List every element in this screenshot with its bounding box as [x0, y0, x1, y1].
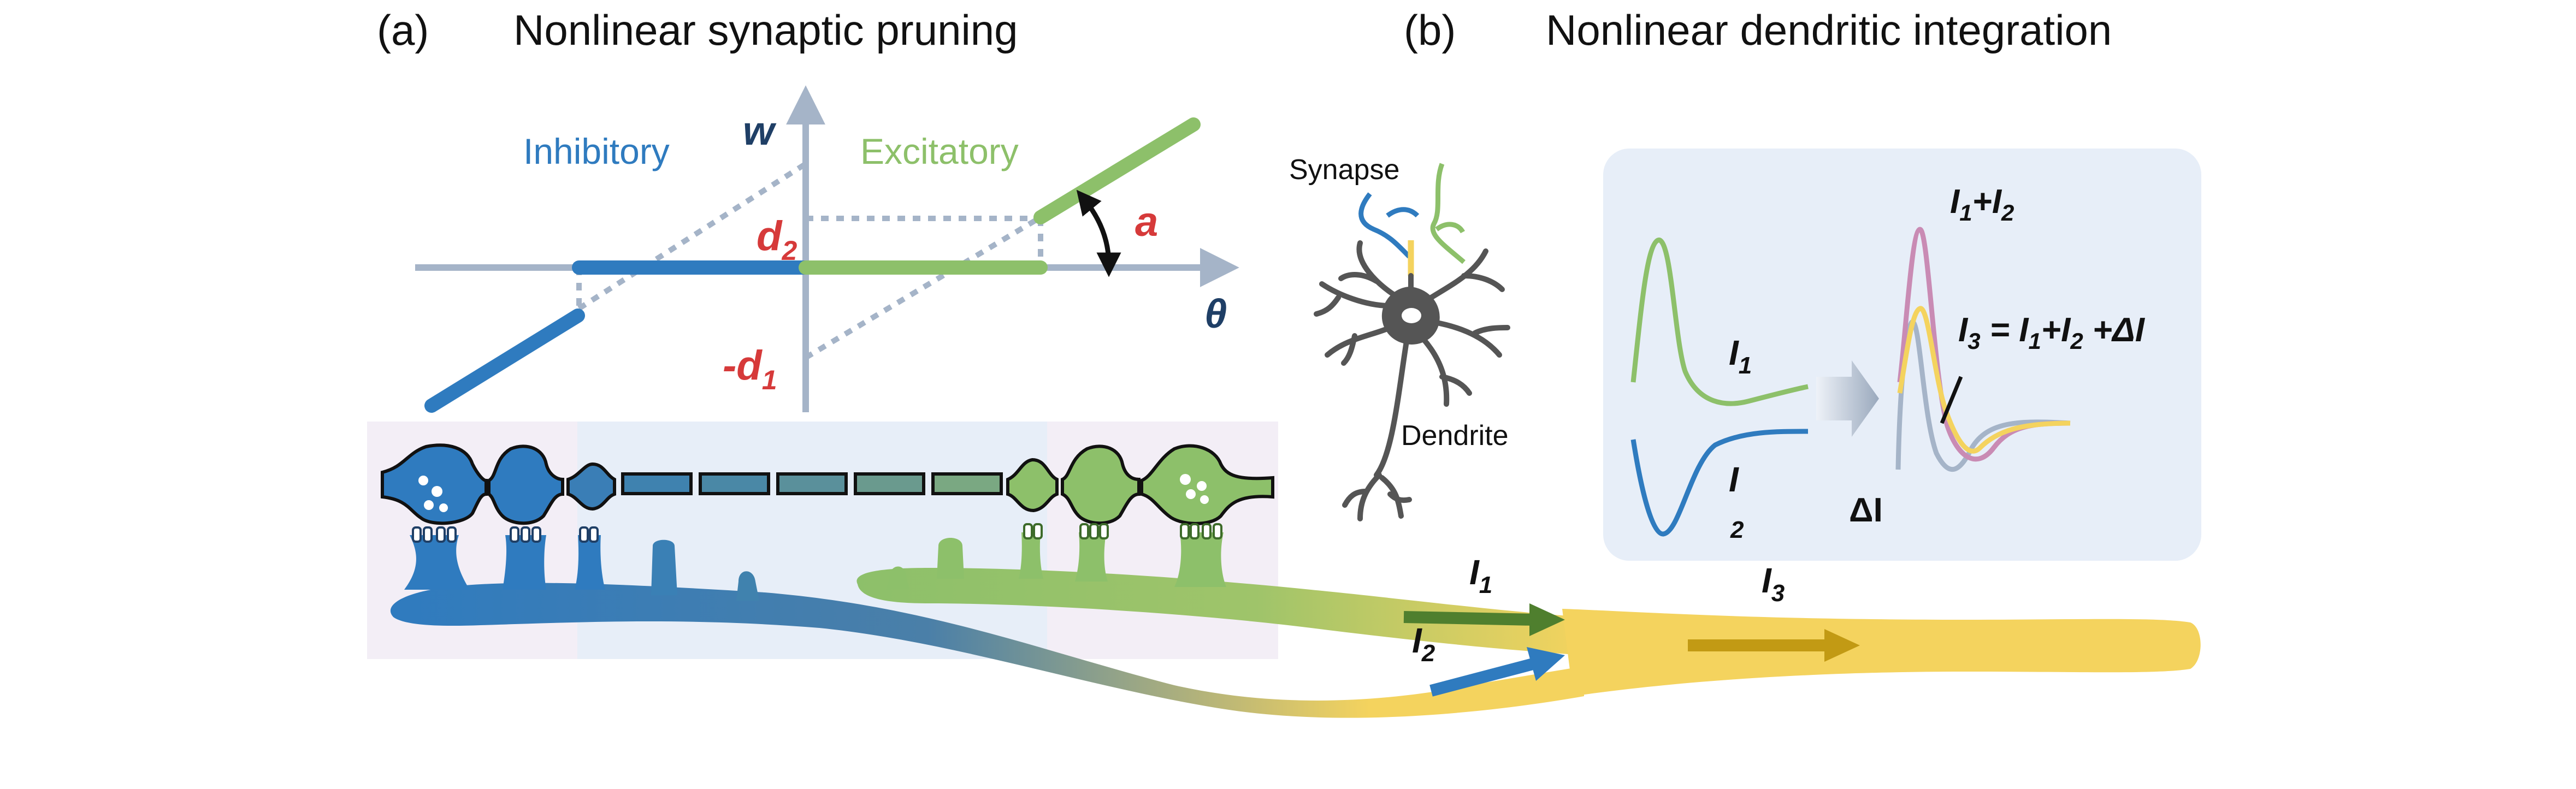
dendrite-label: Dendrite: [1401, 420, 1509, 452]
axon-segment-2: [699, 472, 770, 495]
excitatory-label: Excitatory: [860, 131, 1019, 171]
i2-waveform: [1630, 429, 1809, 537]
w-axis-label: w: [743, 108, 777, 153]
transition-arrow: [1816, 360, 1879, 437]
neuron-dendrites: [1314, 240, 1510, 521]
i2-current-label: I2: [1412, 621, 1435, 667]
inhibitory-linear-segment: [424, 309, 585, 413]
inhibitory-dendrite: [390, 583, 1584, 718]
i3-pointer: [1940, 376, 1963, 424]
bouton-2: [487, 444, 564, 525]
i3-current-label: I3: [1762, 561, 1785, 607]
bouton-6: [1140, 444, 1274, 525]
d1-label: -d1: [723, 342, 777, 395]
synapse-illustration: I1 I2 I3: [367, 422, 2201, 718]
excitatory-spines: [886, 532, 1226, 590]
i3-equation: I3 = I1+I2 +ΔI: [1958, 311, 2146, 354]
neuron-nucleus: [1402, 308, 1421, 323]
axon-segment-4: [854, 472, 925, 495]
d2-label: d2: [757, 213, 797, 266]
presynaptic-axon: [381, 443, 1274, 525]
i1-waveform-label: I1: [1729, 333, 1752, 379]
bouton-5: [1061, 444, 1141, 525]
sum-label: I1+I2: [1950, 183, 2014, 226]
i2-current-arrow: [1429, 657, 1537, 697]
i2-arrowhead: [1527, 647, 1565, 681]
bouton-3: [566, 462, 616, 511]
neuron-illustration: Synapse Dendrit: [1289, 154, 1510, 521]
excitatory-dendrite: [856, 568, 1584, 655]
angle-a-arrow: [1076, 189, 1121, 277]
pruning-plot: w θ Inhibitory Excitatory d2 -d1 a: [415, 85, 1239, 413]
axon-segment-3: [776, 472, 848, 495]
i3-arrowhead: [1824, 629, 1860, 662]
synapse-label: Synapse: [1289, 154, 1399, 186]
panel-a-title: Nonlinear synaptic pruning: [513, 6, 1018, 54]
i1-current-arrow: [1403, 611, 1535, 626]
i1-arrowhead: [1529, 603, 1565, 636]
merged-dendrite: [1562, 609, 2201, 696]
excitatory-synapse-branch: [1430, 163, 1466, 264]
panel-a-letter: (a): [377, 6, 429, 54]
theta-axis-label: θ: [1204, 291, 1227, 336]
excitatory-linear-segment: [1033, 117, 1201, 224]
excitatory-receptors: [1023, 523, 1222, 539]
i1-current-label: I1: [1469, 553, 1492, 598]
inhibitory-label: Inhibitory: [523, 131, 670, 171]
inhibitory-synapse-branch: [1358, 192, 1411, 259]
excitatory-synapse-terminal: [1435, 222, 1465, 234]
axon-segment-5: [931, 472, 1003, 495]
delta-i-label: ΔI: [1849, 491, 1883, 529]
synaptic-vesicles: [418, 474, 1209, 512]
inhibitory-receptors: [412, 526, 599, 543]
inhibitory-synapse-terminal: [1386, 207, 1420, 218]
bouton-4: [1006, 458, 1059, 513]
i3-waveform: [1897, 306, 2071, 454]
axon-segment-1: [621, 472, 693, 495]
panel-b-letter: (b): [1404, 6, 1456, 54]
angle-a-label: a: [1135, 199, 1158, 245]
inhibitory-spines: [404, 535, 759, 601]
i1-waveform: [1630, 238, 1809, 406]
bouton-1: [381, 443, 488, 525]
panel-b-title: Nonlinear dendritic integration: [1546, 6, 2112, 54]
excitatory-guide: [804, 213, 1045, 360]
